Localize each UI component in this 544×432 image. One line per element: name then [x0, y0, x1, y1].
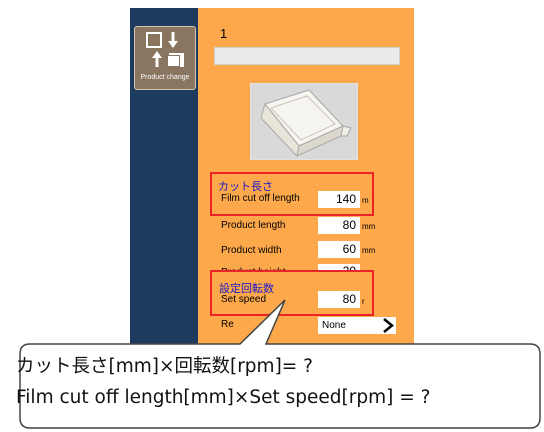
product-name-field[interactable] [214, 47, 400, 65]
registration-value: None [322, 320, 346, 331]
product-change-icon [146, 32, 184, 67]
product-change-label: Product change [140, 74, 190, 81]
product-number: 1 [220, 26, 228, 41]
product-length-input[interactable]: 80 [318, 217, 360, 234]
product-width-unit: mm [362, 246, 376, 255]
film-cut-jp-label: カット長さ [218, 180, 273, 193]
product-length-unit: mm [362, 222, 376, 231]
product-length-label: Product length [221, 220, 286, 231]
product-height-label: Product height [221, 267, 286, 272]
callout-line-jp: カット長さ[mm]×回転数[rpm]= ? [16, 356, 313, 377]
product-width-input[interactable]: 60 [318, 241, 360, 258]
set-speed-input[interactable]: 80 [318, 291, 360, 308]
set-speed-label: Set speed [221, 294, 267, 305]
set-speed-unit: r [362, 297, 365, 306]
set-speed-jp-label: 設定回転数 [219, 282, 274, 295]
film-cut-label: Film cut off length [221, 193, 300, 204]
product-change-button[interactable]: Product change [134, 26, 196, 90]
product-image [250, 83, 358, 160]
registration-label: Re [221, 319, 234, 330]
film-cut-input[interactable]: 140 [318, 191, 360, 208]
registration-select[interactable]: None [318, 317, 396, 334]
film-cut-unit: m [362, 196, 369, 205]
chevron-right-icon [383, 318, 394, 333]
highlight-film-cut [210, 172, 374, 216]
product-width-label: Product width [221, 245, 282, 256]
callout-line-en: Film cut off length[mm]×Set speed[rpm] =… [16, 387, 431, 408]
